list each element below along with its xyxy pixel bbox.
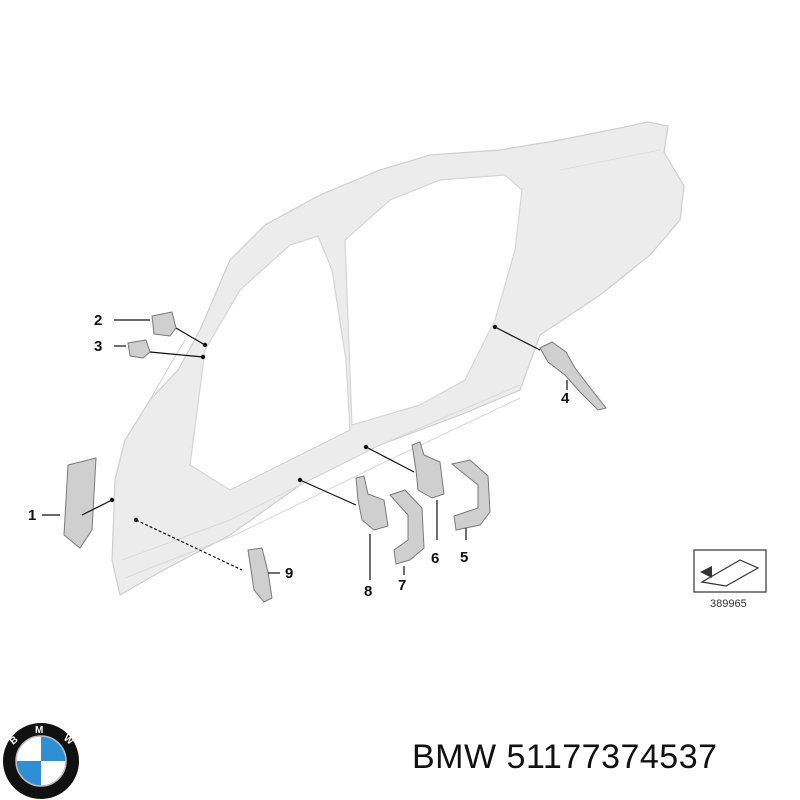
callout-5: 5	[460, 549, 468, 566]
callout-8: 8	[364, 583, 372, 600]
sheet-metal-icon	[700, 559, 760, 587]
reference-box	[693, 549, 767, 593]
leader-lines	[42, 319, 568, 580]
callout-6: 6	[431, 550, 439, 567]
part-3-bushing	[127, 339, 151, 359]
callout-3: 3	[94, 338, 102, 355]
part-9-bracket	[247, 547, 273, 603]
svg-text:M: M	[35, 725, 43, 736]
part-5-sill-bracket	[450, 459, 491, 531]
callout-1: 1	[28, 507, 36, 524]
callout-4: 4	[561, 390, 570, 407]
body-side-frame	[111, 121, 685, 596]
callout-2: 2	[94, 312, 102, 329]
callout-9: 9	[285, 565, 293, 582]
reference-number: 389965	[710, 598, 747, 610]
part-8-sill-bracket	[355, 475, 389, 531]
part-1-a-pillar-bracket	[63, 457, 97, 549]
part-4-c-pillar-reinforcement	[539, 341, 607, 411]
brand-name: BMW	[412, 738, 497, 776]
part-6-sill-bracket	[411, 441, 445, 499]
part-7-sill-bracket	[389, 489, 425, 565]
part-2-bushing	[151, 311, 177, 337]
bmw-logo: B M W	[3, 723, 79, 799]
callout-7: 7	[398, 577, 406, 594]
part-caption: BMW 51177374537	[412, 738, 718, 777]
part-number: 51177374537	[506, 738, 718, 776]
